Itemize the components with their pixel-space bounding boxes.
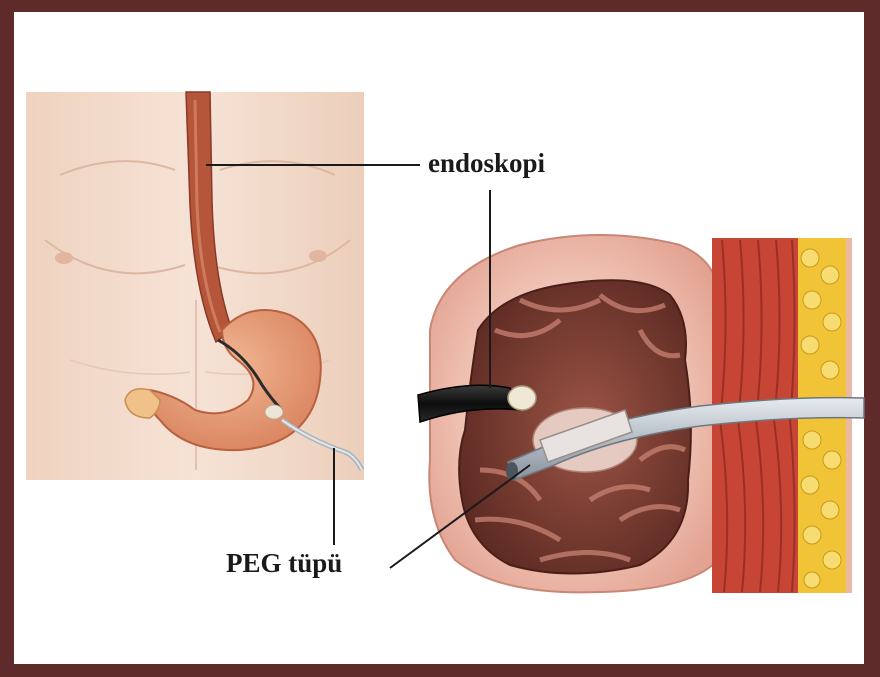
endoscope-tip (508, 386, 536, 410)
nipple-right (309, 250, 327, 262)
peg-tube-label: PEG tüpü (226, 548, 342, 579)
stomach-cross-section (418, 235, 864, 593)
torso-illustration (26, 92, 364, 480)
nipple-left (55, 252, 73, 264)
endoscope-label: endoskopi (428, 148, 545, 179)
